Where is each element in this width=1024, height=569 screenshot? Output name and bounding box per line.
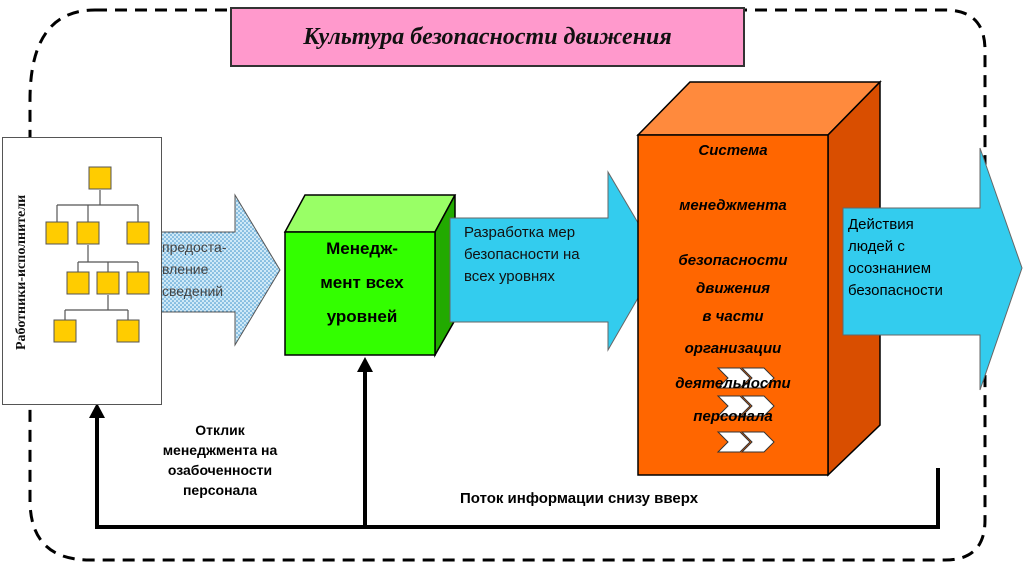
feedback-arrow	[95, 415, 365, 529]
workers-panel	[2, 137, 162, 405]
bottom-flow-label: Поток информации снизу вверх	[460, 490, 699, 507]
dashed-boundary	[28, 8, 987, 562]
title-box: Культура безопасности движения	[230, 7, 745, 67]
org-chart-icon	[45, 166, 150, 343]
feedback-arrowhead	[89, 403, 105, 418]
measures-label: Разработка мер безопасности на всех уров…	[464, 224, 580, 285]
page-title: Культура безопасности движения	[303, 23, 672, 50]
bottom-flow-arrowhead	[357, 357, 373, 372]
feedback-label: Отклик менеджмента на озабоченности перс…	[162, 422, 278, 498]
sms-label-line-3: безопасности	[678, 252, 788, 269]
actions-arrow	[842, 147, 1023, 391]
sms-label-line-8: персонала	[693, 408, 773, 425]
measures-arrow	[449, 170, 661, 352]
management-label: Менедж- мент всех уровней	[320, 239, 404, 326]
actions-label: Действия людей с осознанием безопасности	[848, 216, 943, 299]
workers-label: Работники-исполнители	[14, 194, 29, 351]
sms-label-line-1: Система	[698, 142, 768, 159]
bottom-flow-arrow	[363, 370, 940, 529]
sms-label-line-6: организации	[684, 340, 782, 357]
sms-label-line-4: движения	[696, 280, 770, 297]
sms-label-line-5: в части	[702, 308, 764, 325]
sms-label-line-7: деятельности	[675, 375, 791, 392]
provision-label: предоста- вление сведений	[162, 239, 227, 299]
management-box	[283, 194, 457, 358]
sms-label-line-2: менеджмента	[679, 197, 787, 214]
chevron-stack-icon	[716, 367, 775, 453]
